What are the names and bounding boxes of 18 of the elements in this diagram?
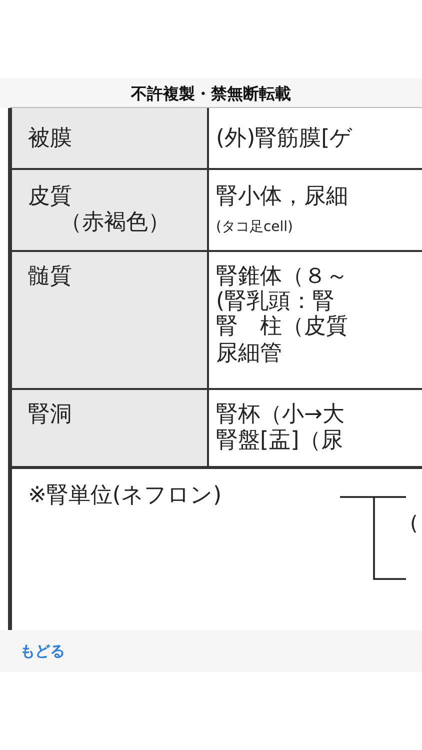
row-heading: 腎洞 <box>28 404 72 426</box>
row-heading: 髄質 <box>28 266 72 288</box>
bracket-text: ( <box>410 513 418 533</box>
row-heading: 皮質 <box>28 186 72 208</box>
cell-text: (外)腎筋膜[ゲ <box>216 128 353 150</box>
cell-text: 腎 柱（皮質 <box>216 316 348 338</box>
back-link: もどる <box>20 644 65 659</box>
row-heading: （赤褐色） <box>60 212 170 234</box>
cell-text: 腎小体，尿細 <box>216 186 348 208</box>
cell-text: (タコ足cell) <box>216 220 294 234</box>
cell-text: 尿細管 <box>216 343 282 365</box>
cell-text: 腎錐体（８～ <box>216 266 348 288</box>
cell-text: (腎乳頭：腎 <box>216 291 335 313</box>
row-heading: 被膜 <box>28 128 72 150</box>
title-text: 不許複製・禁無断転載 <box>130 86 292 102</box>
cell-text: 腎杯（小→大 <box>216 404 344 426</box>
cell-text: 腎盤[盂]（尿 <box>216 430 344 452</box>
note-text: ※腎単位(ネフロン) <box>28 485 222 507</box>
